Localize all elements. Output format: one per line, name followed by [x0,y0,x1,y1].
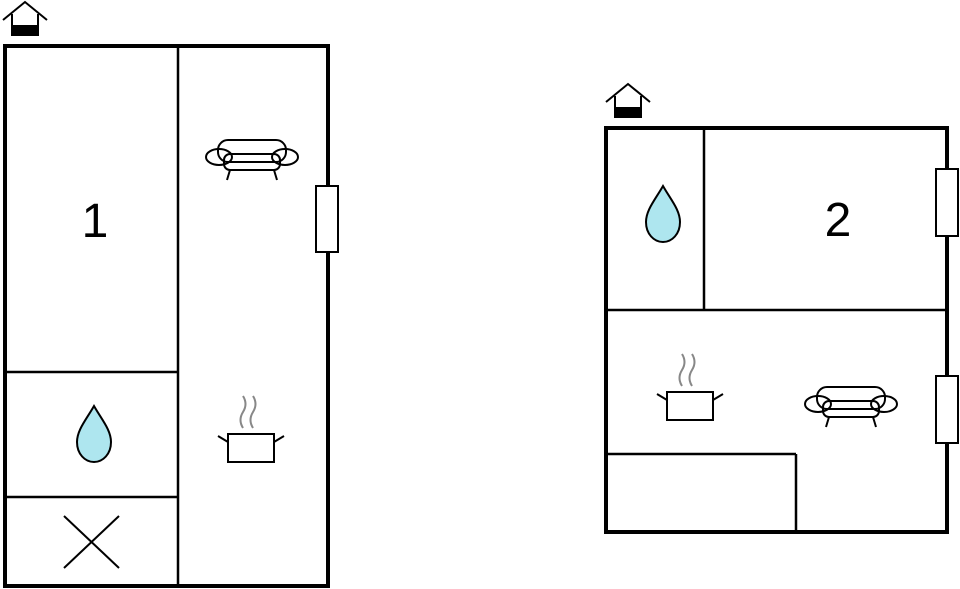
cooking-pot-icon [656,353,724,421]
floor-1-plan: 1 [2,1,339,588]
house-entrance-icon [605,83,651,118]
room-number-label: 1 [82,195,109,248]
sofa-icon [804,386,898,428]
sofa-icon [205,139,299,181]
floor-1-outer-wall [3,44,330,588]
room-number-label: 2 [825,194,852,247]
floor-2-outer-wall [604,126,949,534]
house-entrance-icon [2,1,48,36]
water-drop-icon [76,405,112,463]
water-drop-icon [645,185,681,243]
cross-mark-icon [63,515,120,569]
window-icon [935,375,959,444]
window-icon [315,185,339,253]
floor-2-plan: 2 [604,83,959,534]
window-icon [935,168,959,237]
cooking-pot-icon [217,395,285,463]
